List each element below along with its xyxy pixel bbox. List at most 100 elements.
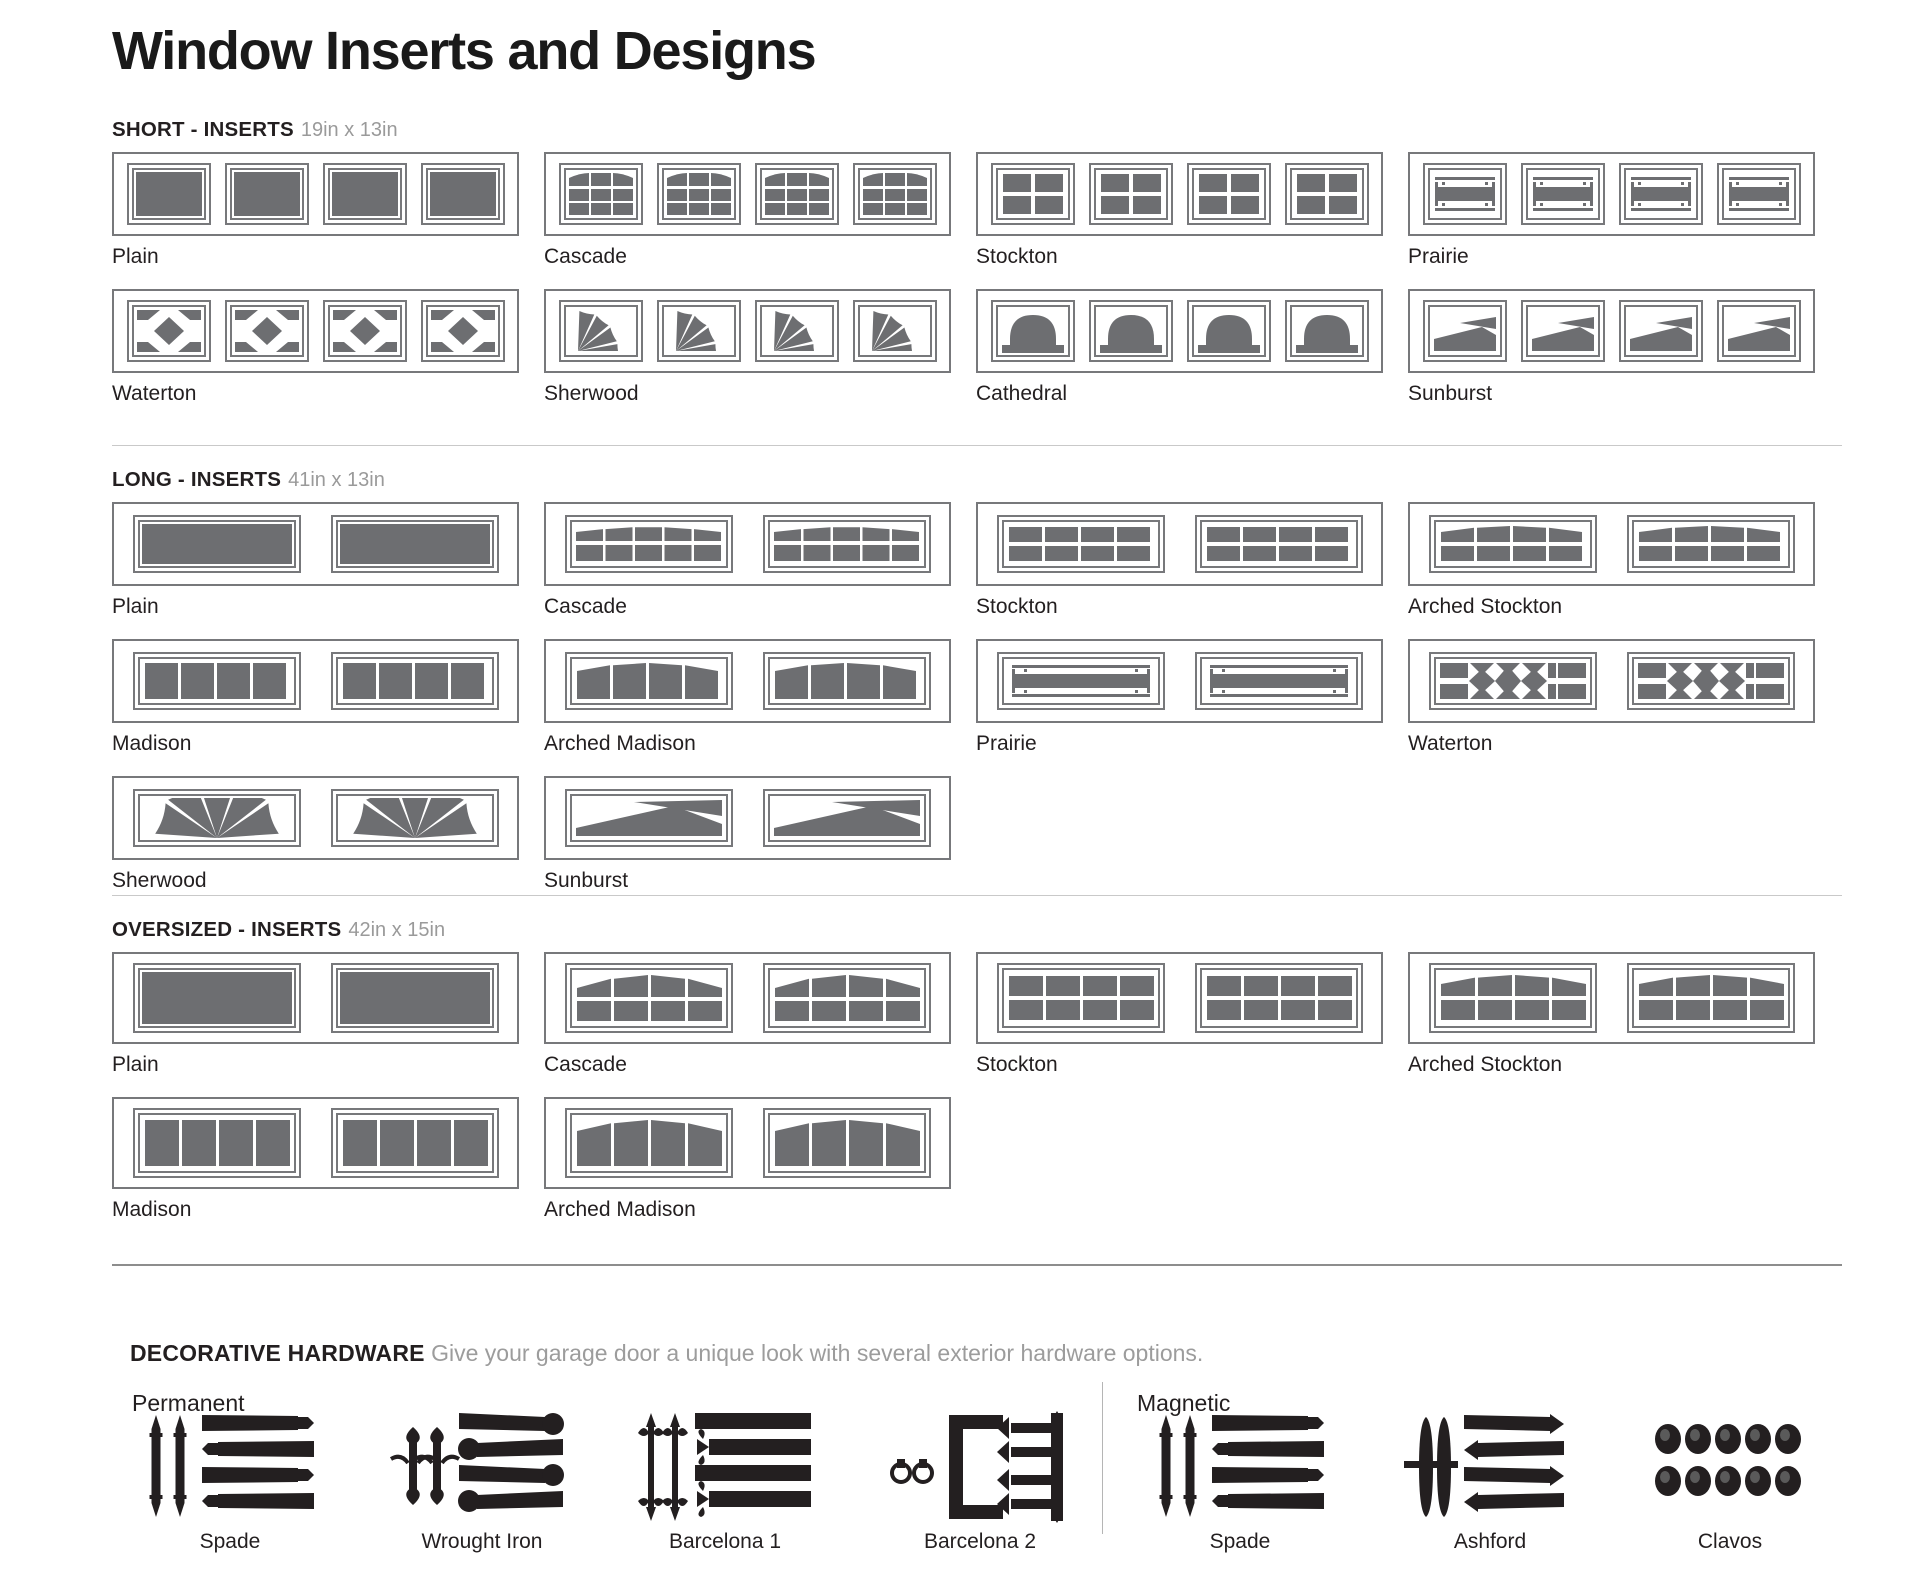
insert-card-label: Plain — [112, 1053, 159, 1076]
hardware-item-label: Wrought Iron — [421, 1530, 543, 1553]
insert-card-label: Stockton — [976, 595, 1058, 618]
hardware-item[interactable]: Barcelona 2 — [880, 1411, 1080, 1554]
insert-unit-inner — [1631, 520, 1790, 568]
insert-unit-inner — [335, 657, 494, 705]
insert-card[interactable] — [976, 502, 1383, 586]
insert-unit-inner — [335, 794, 494, 842]
insert-group: Cascade — [544, 952, 976, 1097]
insert-unit-inner — [767, 520, 926, 568]
insert-unit — [762, 789, 931, 847]
insert-unit — [1618, 163, 1703, 225]
insert-card-label: Stockton — [976, 1053, 1058, 1076]
insert-unit-inner — [131, 305, 206, 357]
insert-unit — [996, 652, 1165, 710]
insert-group: Arched Madison — [544, 639, 976, 776]
insert-unit — [762, 963, 931, 1033]
insert-unit — [564, 789, 733, 847]
insert-unit-inner — [661, 168, 736, 220]
insert-unit-inner — [563, 305, 638, 357]
insert-group: Madison — [112, 639, 544, 776]
insert-card-label: Stockton — [976, 245, 1058, 268]
insert-unit-inner — [1631, 968, 1790, 1028]
insert-card[interactable] — [112, 776, 519, 860]
insert-unit — [558, 163, 643, 225]
barcelona-2-icon — [880, 1411, 1080, 1523]
hardware-item-label: Clavos — [1697, 1530, 1763, 1553]
insert-card[interactable] — [112, 1097, 519, 1189]
insert-unit — [1716, 300, 1801, 362]
insert-card[interactable] — [544, 152, 951, 236]
insert-unit-inner — [661, 305, 736, 357]
insert-unit — [1194, 652, 1363, 710]
insert-card[interactable] — [976, 289, 1383, 373]
insert-card[interactable] — [112, 639, 519, 723]
insert-card[interactable] — [1408, 152, 1815, 236]
insert-unit — [330, 963, 499, 1033]
insert-group: Arched Stockton — [1408, 502, 1840, 639]
insert-card[interactable] — [544, 952, 951, 1044]
hardware-item[interactable]: Wrought Iron — [382, 1412, 582, 1554]
hardware-item[interactable]: Ashford — [1390, 1412, 1590, 1554]
insert-card-label: Plain — [112, 245, 159, 268]
insert-card[interactable] — [112, 952, 519, 1044]
hardware-item[interactable]: Spade — [130, 1412, 330, 1554]
insert-group: Arched Madison — [544, 1097, 976, 1242]
insert-card[interactable] — [1408, 639, 1815, 723]
section-divider — [112, 895, 1842, 896]
insert-unit — [996, 515, 1165, 573]
insert-unit-inner — [425, 305, 500, 357]
insert-group: Prairie — [1408, 152, 1840, 289]
insert-card[interactable] — [976, 152, 1383, 236]
insert-card[interactable] — [1408, 289, 1815, 373]
insert-group: Cascade — [544, 502, 976, 639]
insert-card-label: Arched Madison — [544, 1198, 696, 1221]
insert-card[interactable] — [544, 1097, 951, 1189]
insert-unit — [1422, 163, 1507, 225]
insert-card[interactable] — [112, 502, 519, 586]
insert-unit — [558, 300, 643, 362]
wrought-iron-icon — [382, 1412, 582, 1522]
insert-card-label: Cascade — [544, 1053, 627, 1076]
insert-card[interactable] — [544, 289, 951, 373]
insert-group: Plain — [112, 152, 544, 289]
insert-card[interactable] — [112, 289, 519, 373]
insert-unit-inner — [137, 968, 296, 1028]
insert-unit-inner — [229, 305, 304, 357]
insert-unit-inner — [767, 1113, 926, 1173]
insert-unit-inner — [767, 968, 926, 1028]
insert-card[interactable] — [1408, 952, 1815, 1044]
hardware-item-label: Ashford — [1453, 1530, 1527, 1553]
insert-card[interactable] — [544, 776, 951, 860]
insert-unit — [420, 163, 505, 225]
barcelona-1-icon — [625, 1412, 825, 1522]
insert-card-label: Prairie — [976, 732, 1037, 755]
insert-unit-inner — [1093, 305, 1168, 357]
insert-card[interactable] — [976, 639, 1383, 723]
insert-unit-inner — [1721, 305, 1796, 357]
insert-unit-inner — [995, 168, 1070, 220]
insert-unit-inner — [767, 657, 926, 705]
insert-card[interactable] — [544, 639, 951, 723]
insert-unit — [1618, 300, 1703, 362]
insert-unit-inner — [229, 168, 304, 220]
insert-card[interactable] — [112, 152, 519, 236]
insert-unit — [1194, 963, 1363, 1033]
insert-card-label: Waterton — [112, 382, 197, 405]
section-dimensions: 42in x 15in — [348, 919, 446, 941]
hardware-item[interactable]: Spade — [1140, 1412, 1340, 1554]
insert-unit — [564, 515, 733, 573]
insert-group: Stockton — [976, 952, 1408, 1097]
insert-unit-inner — [857, 305, 932, 357]
insert-card[interactable] — [1408, 502, 1815, 586]
insert-unit-inner — [1199, 657, 1358, 705]
section-title: LONG - INSERTS — [112, 468, 282, 491]
insert-unit — [132, 1108, 301, 1178]
hardware-item[interactable]: Barcelona 1 — [625, 1412, 825, 1554]
hardware-item[interactable]: Clavos — [1630, 1412, 1830, 1554]
insert-card[interactable] — [544, 502, 951, 586]
insert-card[interactable] — [976, 952, 1383, 1044]
ashford-icon — [1390, 1412, 1590, 1522]
